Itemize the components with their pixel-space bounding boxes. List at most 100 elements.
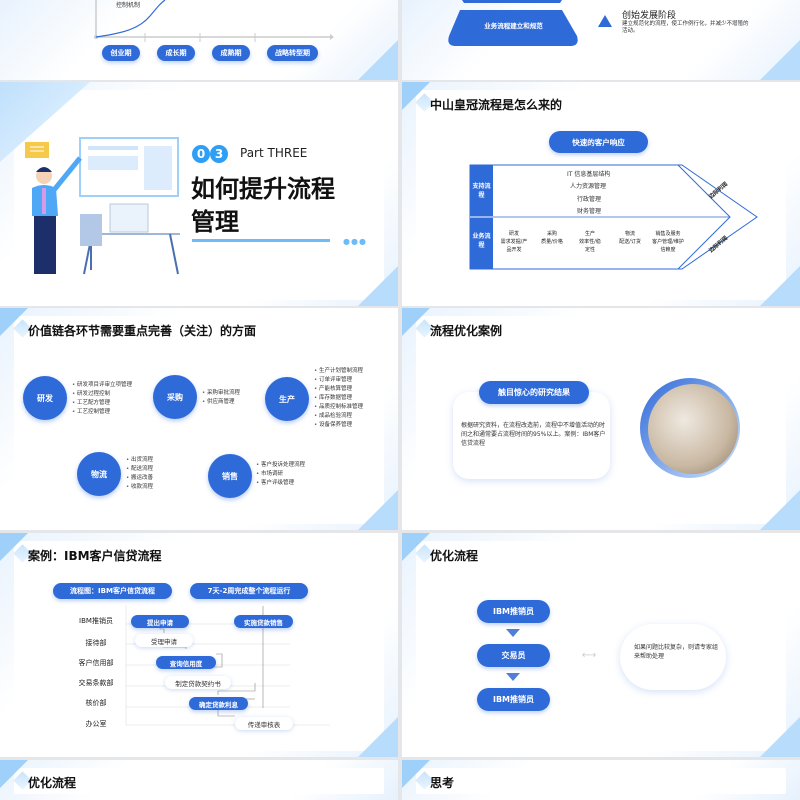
flow-node: 交易员 [477, 644, 550, 667]
business-item-sub: 配送/订货 [619, 239, 641, 245]
slide-ibm-credit-flow[interactable]: 案例：IBM客户信贷流程 流程图：IBM客户信贷流程 7天-2周完成整个流程运行… [0, 533, 398, 757]
corner-decoration [358, 40, 398, 80]
list-item: 品质控制标准管理 [314, 403, 363, 412]
section-title-line2: 管理 [191, 208, 239, 236]
presenter-illustration [25, 137, 180, 275]
support-label: 支持流程 [472, 183, 491, 199]
list-item: 配送流程 [126, 465, 153, 474]
list-item: 研发项目评审立项管理 [72, 381, 132, 390]
business-item-name: 研发 [508, 231, 519, 237]
flow-step: 受理申请 [135, 634, 193, 647]
flow-step: 传递审核表 [235, 717, 293, 730]
list-item: 收款流程 [126, 483, 153, 492]
focus-circle: 销售 [208, 454, 252, 498]
slide-value-chain-focus[interactable]: 价值链各环节需要重点完善（关注）的方面 研发 研发项目评审立项管理研发过程控制工… [0, 308, 398, 530]
stage-description: 建立规范化的流程，使工作例行化，并减少不增殖的活动。 [622, 21, 749, 34]
business-item-sub: 效率性/稳定性 [579, 239, 601, 253]
card-text: 根据研究资料，在流程改造前，流程中不增值活动的时间之和通常要占流程时间的95%以… [461, 422, 606, 447]
business-item-name: 物流 [624, 231, 635, 237]
triangle-icon [598, 15, 612, 27]
team-photo [648, 384, 738, 474]
stage-pill: 创业期 [102, 45, 140, 61]
corner-decoration [358, 266, 398, 306]
section-number-digit: 0 [192, 145, 210, 163]
support-item: 财务管理 [577, 208, 602, 215]
duration-pill: 7天-2周完成整个流程运行 [190, 583, 308, 599]
focus-circle: 物流 [77, 452, 121, 496]
pyramid-base-label: 业务流程建立和规范 [484, 22, 543, 30]
list-item: 采购审批流程 [202, 389, 240, 398]
focus-list: 出货流程配送流程搬运改善收款流程 [126, 456, 153, 492]
support-item: 行政管理 [577, 196, 602, 203]
focus-list: 研发项目评审立项管理研发过程控制工艺配方管理工艺控制管理 [72, 381, 132, 417]
slide-title: 流程优化案例 [430, 324, 503, 338]
focus-list: 生产计划管制流程订单评审管理产能核算管理库存数据管理品质控制标准管理成品检验流程… [314, 367, 363, 430]
slide-title: 价值链各环节需要重点完善（关注）的方面 [28, 324, 257, 338]
flow-step: 制定贷款契约书 [165, 676, 231, 689]
stage-pill: 战略转型期 [267, 45, 318, 61]
business-item-sub: 需求发掘/产品开发 [500, 239, 528, 253]
list-item: 工艺控制管理 [72, 408, 132, 417]
list-item: 客户评级管理 [256, 479, 305, 488]
corner-decoration [760, 40, 800, 80]
business-item-sub: 客户管理/维护信赖度 [652, 239, 684, 253]
lane-label: 核价部 [85, 699, 107, 707]
dots-decoration: ●●● [343, 237, 367, 246]
focus-circle: 生产 [265, 377, 309, 421]
lane-label: IBM推销员 [79, 617, 113, 625]
curve-label: 控制机制 [116, 2, 141, 9]
slide-stage-curve[interactable]: 控制机制 创业期 成长期 成熟期 战略转型期 [0, 0, 398, 80]
lane-label: 交易条款部 [78, 679, 114, 687]
list-item: 订单评审管理 [314, 376, 363, 385]
growth-curve-chart [94, 0, 334, 42]
stage-pill: 成长期 [157, 45, 195, 61]
section-number-digit: 3 [210, 145, 228, 163]
result-card [453, 392, 610, 479]
list-item: 库存数据管理 [314, 394, 363, 403]
note-bubble [620, 624, 726, 690]
swimlane-grid [125, 605, 330, 726]
stage-title: 创始发展阶段 [622, 11, 677, 21]
flow-step: 查询信用度 [156, 656, 216, 669]
list-item: 客户投诉处理流程 [256, 461, 305, 470]
focus-list: 采购审批流程供应商管理 [202, 389, 240, 407]
slide-value-chain[interactable]: 中山皇冠流程是怎么来的 快速的客户响应 支持流程 业务流程 IT 信息基层结构 … [402, 82, 800, 306]
section-title-line1: 如何提升流程 [191, 175, 335, 203]
down-arrow-icon [506, 673, 520, 681]
list-item: 市场调研 [256, 470, 305, 479]
slide-title: 优化流程 [430, 549, 479, 563]
lane-label: 办公室 [85, 720, 107, 728]
flow-step: 实施贷款销售 [234, 615, 293, 628]
support-item: IT 信息基层结构 [567, 171, 611, 178]
flow-node: IBM推销员 [477, 600, 550, 623]
business-item-name: 采购 [546, 231, 557, 237]
slide-case-study[interactable]: 流程优化案例 触目惊心的研究结果 根据研究资料，在流程改造前，流程中不增值活动的… [402, 308, 800, 530]
slide-title: 中山皇冠流程是怎么来的 [430, 98, 563, 112]
slide-optimized-flow-2[interactable]: 优化流程 [0, 760, 398, 800]
card-title-pill: 触目惊心的研究结果 [479, 381, 589, 404]
list-item: 生产计划管制流程 [314, 367, 363, 376]
slide-section-cover[interactable]: 0 3 Part THREE 如何提升流程 管理 ●●● [0, 82, 398, 306]
title-underline [192, 239, 330, 242]
flow-step: 提出申请 [131, 615, 189, 628]
list-item: 出货流程 [126, 456, 153, 465]
slide-optimized-flow[interactable]: 优化流程 IBM推销员 交易员 IBM推销员 ⟷ 如果问题比较复杂，则请专家组来… [402, 533, 800, 757]
list-item: 研发过程控制 [72, 390, 132, 399]
list-item: 产能核算管理 [314, 385, 363, 394]
slide-title: 思考 [430, 776, 455, 790]
part-label: Part THREE [240, 146, 308, 160]
business-item-sub: 质量/价格 [541, 239, 563, 245]
list-item: 供应商管理 [202, 398, 240, 407]
pyramid-shape [448, 0, 612, 46]
lane-label: 客户信用部 [78, 659, 114, 667]
top-pill: 快速的客户响应 [549, 131, 648, 153]
slide-pyramid[interactable]: 业务流程建立和规范 创始发展阶段 建立规范化的流程，使工作例行化，并减少不增殖的… [402, 0, 800, 80]
flow-node: IBM推销员 [477, 688, 550, 711]
slide-title: 案例：IBM客户信贷流程 [28, 549, 162, 563]
lane-label: 接待部 [85, 639, 107, 647]
double-arrow-icon: ⟷ [581, 650, 597, 661]
stage-pill: 成熟期 [212, 45, 250, 61]
list-item: 设备保养管理 [314, 421, 363, 430]
slide-thinking[interactable]: 思考 [402, 760, 800, 800]
note-text: 如果问题比较复杂，则请专家组来帮助处理 [634, 644, 719, 660]
